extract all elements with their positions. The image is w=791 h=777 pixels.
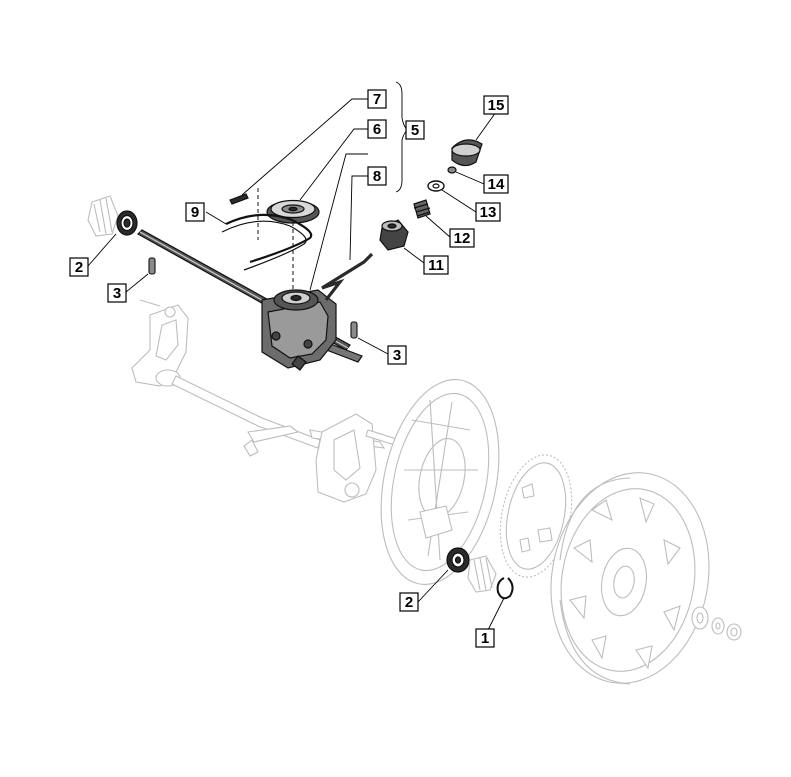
svg-text:11: 11 [428,257,444,274]
callout-leader-lines [87,81,505,631]
pulley-key [229,193,249,205]
callout-3-right: 3 [387,345,407,365]
callout-1: 1 [475,628,495,648]
callout-6: 6 [367,119,387,139]
callout-7: 7 [367,89,387,109]
clutch-bushing [379,219,409,251]
wheel-hub-cover [380,379,500,585]
callout-9: 9 [185,202,205,222]
outer-hub-washers [691,606,742,641]
callout-15: 15 [483,95,509,115]
hub-cap [451,139,483,167]
ring-gear [499,454,573,578]
control-rod [321,252,374,301]
svg-text:8: 8 [373,168,381,185]
wheel-bearing [446,547,470,573]
washer [427,180,445,192]
circlip [496,577,514,600]
svg-text:3: 3 [393,347,401,364]
rear-wheel-tire [550,472,710,685]
callout-5: 5 [405,120,425,140]
svg-text:6: 6 [373,121,381,138]
gearbox-housing [261,289,337,371]
right-wheel-bracket [315,413,401,503]
svg-text:5: 5 [411,122,419,139]
wheel-pinion-gear [467,555,497,593]
left-pin [148,257,156,275]
callout-8: 8 [367,166,387,186]
callout-14: 14 [483,174,509,194]
left-bearing [116,210,138,236]
callout-12: 12 [449,228,475,248]
ghosted-chassis-parts [131,299,742,685]
callout-3-left: 3 [107,283,127,303]
svg-text:2: 2 [75,259,83,276]
clutch-spring [413,199,431,219]
highlighted-parts [87,139,514,600]
left-wheel-bracket [131,299,189,387]
svg-text:15: 15 [488,97,505,114]
callout-13: 13 [475,202,501,222]
svg-text:3: 3 [113,285,121,302]
svg-text:2: 2 [405,594,413,611]
right-pin [350,321,358,339]
svg-text:13: 13 [480,204,497,221]
svg-text:14: 14 [488,176,505,193]
callout-2-upper: 2 [69,257,89,277]
svg-text:9: 9 [191,204,199,221]
left-pinion-gear [87,195,119,237]
svg-text:1: 1 [481,630,489,647]
callout-2-lower: 2 [399,592,419,612]
svg-text:7: 7 [373,91,381,108]
svg-text:12: 12 [454,230,471,247]
small-nut [447,166,457,174]
callout-11: 11 [423,255,449,275]
drive-belt [221,213,313,271]
